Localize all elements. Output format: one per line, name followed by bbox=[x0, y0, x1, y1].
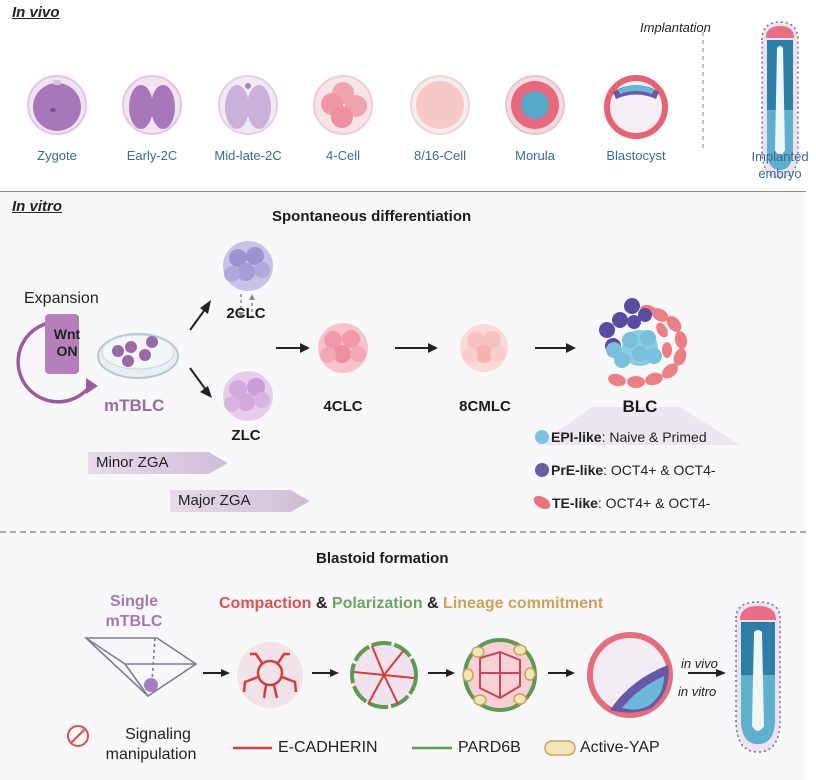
node-label-8cmlc: 8CMLC bbox=[459, 398, 511, 415]
lineage-commitment-label: Lineage commitment bbox=[443, 595, 604, 612]
zygote-illustration bbox=[27, 75, 87, 135]
active-yap-legend-label: Active-YAP bbox=[580, 739, 660, 756]
node-label-zlc: ZLC bbox=[231, 427, 261, 444]
legend-epi-desc: : Naive & Primed bbox=[601, 429, 707, 445]
blastoid-stage bbox=[587, 632, 673, 718]
pre-dot-icon bbox=[535, 463, 549, 477]
single-line: Single bbox=[109, 593, 158, 610]
legend-pre-like: PrE-like: OCT4+ & OCT4- bbox=[535, 462, 716, 478]
implantation-label: Implantation bbox=[640, 20, 711, 35]
lineage-stage bbox=[462, 638, 537, 712]
mid-late-2c-illustration bbox=[218, 75, 278, 135]
mtblc-label: mTBLC bbox=[104, 396, 165, 415]
in-vitro-title: In vitro bbox=[12, 198, 63, 215]
signaling-manipulation-label: Signaling manipulation bbox=[96, 725, 206, 765]
in-vitro-illustration bbox=[16, 241, 740, 445]
node-label-blc: BLC bbox=[622, 397, 658, 416]
blastoid-formation-heading: Blastoid formation bbox=[316, 550, 449, 567]
no-signaling-icon bbox=[67, 725, 89, 747]
zlc-cluster bbox=[223, 371, 273, 421]
on-label: ON bbox=[56, 343, 78, 359]
four-cell-illustration bbox=[313, 75, 373, 135]
active-yap-icon bbox=[544, 740, 576, 756]
ecadherin-legend-label: E-CADHERIN bbox=[278, 739, 378, 756]
legend-te-desc: : OCT4+ & OCT4- bbox=[597, 495, 711, 511]
major-zga-arrow: Major ZGA bbox=[170, 490, 310, 512]
pard6b-legend-label: PARD6B bbox=[458, 739, 521, 756]
wnt-cycle-arrow-icon bbox=[16, 320, 98, 404]
stage-label-mid-late-2c: Mid-late-2C bbox=[214, 148, 282, 163]
implanted-line2: embryo bbox=[758, 166, 802, 181]
2clc-cluster bbox=[223, 241, 273, 291]
wnt-label: Wnt bbox=[53, 326, 81, 342]
amp-2: & bbox=[422, 595, 444, 612]
stage-label-early-2c: Early-2C bbox=[126, 148, 178, 163]
epi-dot-icon bbox=[535, 430, 549, 444]
petri-dish-icon bbox=[97, 333, 179, 379]
polarization-stage bbox=[350, 641, 418, 709]
4clc-cluster bbox=[318, 323, 368, 373]
blastoid-embryo-illustration bbox=[735, 601, 781, 753]
compaction-label: Compaction bbox=[219, 595, 312, 612]
minor-zga-arrow: Minor ZGA bbox=[88, 452, 228, 474]
dashed-divider bbox=[0, 531, 806, 533]
polarization-label: Polarization bbox=[331, 595, 423, 612]
morula-illustration bbox=[505, 75, 565, 135]
blastocyst-illustration bbox=[604, 75, 668, 139]
single-cell bbox=[144, 678, 158, 692]
legend-pre-name: PrE-like bbox=[551, 462, 604, 478]
te-ellipse-icon bbox=[531, 493, 553, 512]
stage-label-morula: Morula bbox=[515, 148, 555, 163]
eight-sixteen-cell-illustration bbox=[410, 75, 470, 135]
8cmlc-cluster bbox=[460, 324, 508, 372]
expansion-label: Expansion bbox=[24, 290, 99, 307]
amp-1: & bbox=[311, 595, 332, 612]
legend-epi-like: EPI-like: Naive & Primed bbox=[535, 429, 707, 445]
spontaneous-differentiation-heading: Spontaneous differentiation bbox=[272, 208, 472, 225]
legend-te-name: TE-like bbox=[552, 495, 598, 511]
stage-label-implanted-embryo: Implanted embryo bbox=[735, 148, 816, 182]
microwell-icon bbox=[83, 637, 198, 698]
legend-epi-name: EPI-like bbox=[551, 429, 602, 445]
in-vivo-stages-illustration bbox=[27, 21, 799, 179]
compaction-stage bbox=[237, 642, 303, 708]
arrow-to-2clc bbox=[189, 307, 207, 331]
in-vitro-arrow-label: in vitro bbox=[678, 684, 717, 699]
signaling-line: Signaling bbox=[125, 726, 191, 743]
blc-legend-trapezoid bbox=[538, 407, 740, 445]
wnt-on-box: Wnt ON bbox=[52, 326, 82, 360]
mtblc-line: mTBLC bbox=[105, 613, 163, 630]
implanted-line1: Implanted bbox=[751, 149, 809, 164]
blastoid-illustration bbox=[67, 601, 781, 756]
in-vivo-title: In vivo bbox=[12, 4, 60, 21]
arrow-to-zlc bbox=[189, 367, 207, 391]
blc-cluster bbox=[599, 298, 688, 388]
single-mtblc-label: Single mTBLC bbox=[98, 592, 170, 632]
manipulation-line: manipulation bbox=[105, 746, 197, 763]
stage-label-zygote: Zygote bbox=[37, 148, 77, 163]
node-label-2clc: 2CLC bbox=[226, 305, 266, 322]
stage-label-blastocyst: Blastocyst bbox=[606, 148, 666, 163]
early-2c-illustration bbox=[122, 75, 182, 135]
legend-pre-desc: : OCT4+ & OCT4- bbox=[603, 462, 716, 478]
implanted-embryo-illustration bbox=[761, 21, 799, 179]
stage-label-8-16-cell: 8/16-Cell bbox=[413, 148, 467, 163]
node-label-4clc: 4CLC bbox=[323, 398, 363, 415]
stage-label-4-cell: 4-Cell bbox=[326, 148, 360, 163]
process-title: Compaction & Polarization & Lineage comm… bbox=[219, 595, 603, 613]
in-vivo-arrow-label: in vivo bbox=[681, 656, 718, 671]
legend-te-like: TE-like: OCT4+ & OCT4- bbox=[531, 493, 711, 512]
wnt-box bbox=[45, 314, 79, 374]
